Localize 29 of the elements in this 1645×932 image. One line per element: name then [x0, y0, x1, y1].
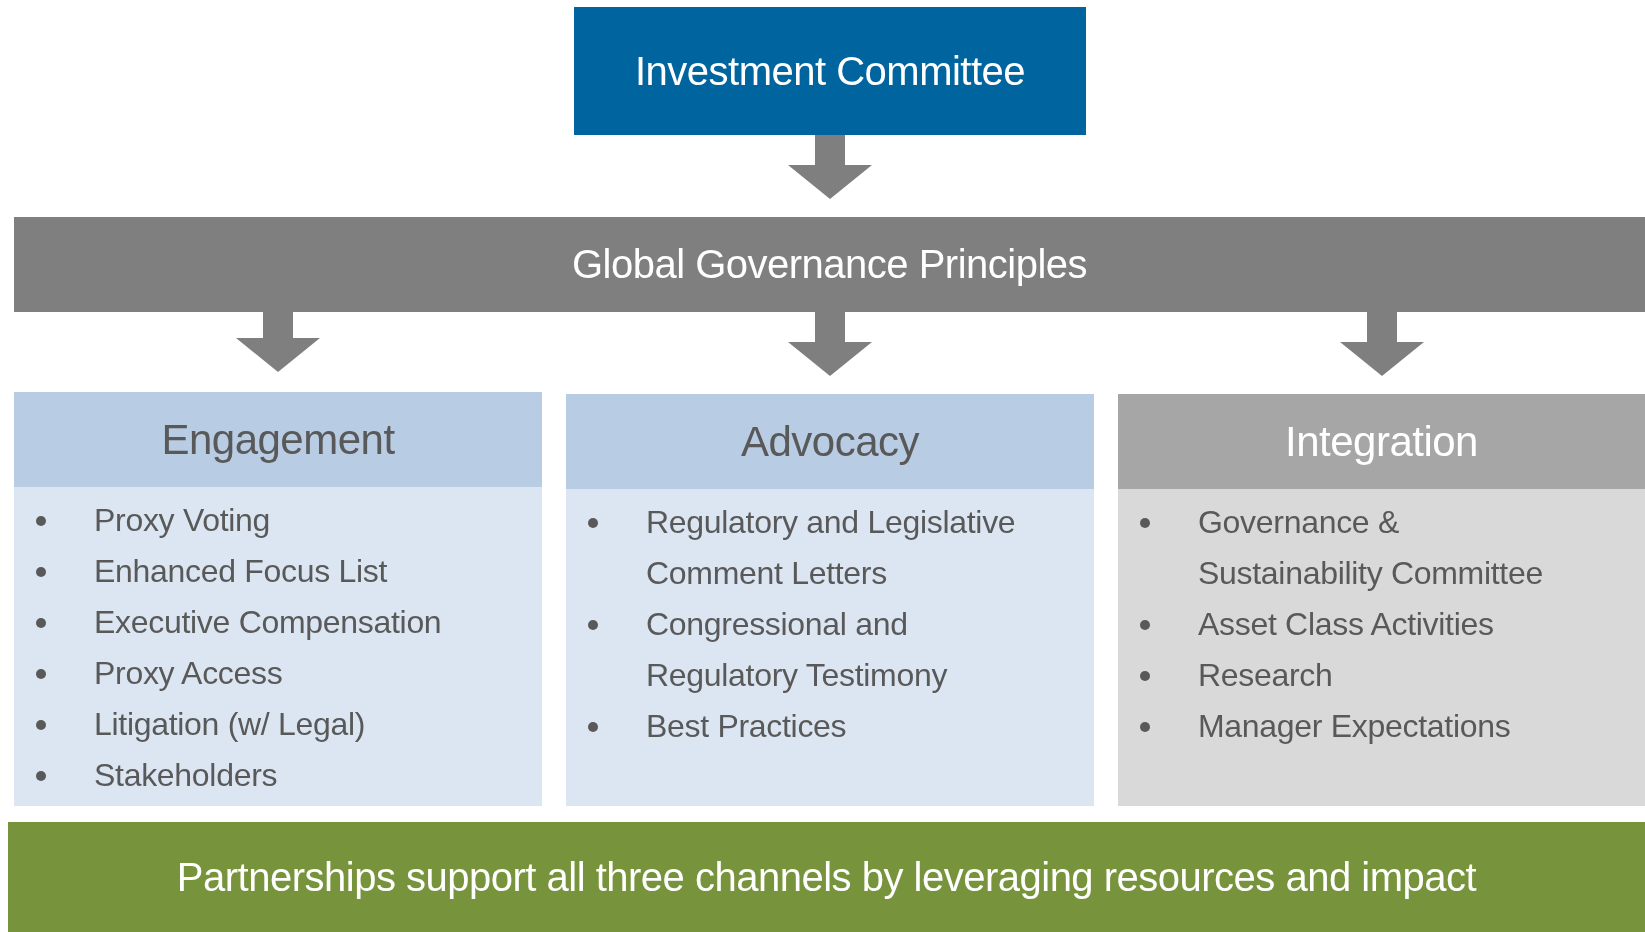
bullet-text: Regulatory and Legislative Comment Letters [646, 503, 1017, 593]
block-arrow [1340, 312, 1424, 376]
panel-heading: Integration [1118, 394, 1645, 489]
block-arrow [788, 135, 872, 199]
bullet-text: Congressional and Regulatory Testimony [646, 605, 949, 695]
bullet-text: Asset Class Activities [1198, 605, 1495, 644]
bullet-text: Proxy Access [94, 654, 284, 693]
channel-panel [14, 392, 542, 806]
committee-box [574, 7, 1086, 135]
bullet-text: Executive Compensation [94, 603, 443, 642]
bullet-text: Research [1198, 656, 1334, 695]
panel-heading: Advocacy [566, 394, 1094, 489]
channel-panel [566, 394, 1094, 806]
bullet-text: Best Practices [646, 707, 848, 746]
title-text: Global Governance Principles [571, 242, 1088, 287]
bullet-text: Enhanced Focus List [94, 552, 389, 591]
channel-panel [1118, 394, 1645, 806]
bullet-text: Manager Expectations [1198, 707, 1512, 746]
principles-bar [14, 217, 1645, 312]
bullet-text: Governance & Sustainability Committee [1198, 503, 1544, 593]
bullet-text: Stakeholders [94, 756, 279, 795]
title-text: Investment Committee [634, 48, 1026, 94]
partnerships-bar [8, 822, 1645, 932]
panel-heading: Engagement [14, 392, 542, 487]
bullet-text: Proxy Voting [94, 501, 272, 540]
bullet-text: Litigation (w/ Legal) [94, 705, 367, 744]
title-text: Partnerships support all three channels by leveraging resources and impact [176, 854, 1477, 900]
block-arrow [236, 312, 320, 372]
block-arrow [788, 312, 872, 376]
